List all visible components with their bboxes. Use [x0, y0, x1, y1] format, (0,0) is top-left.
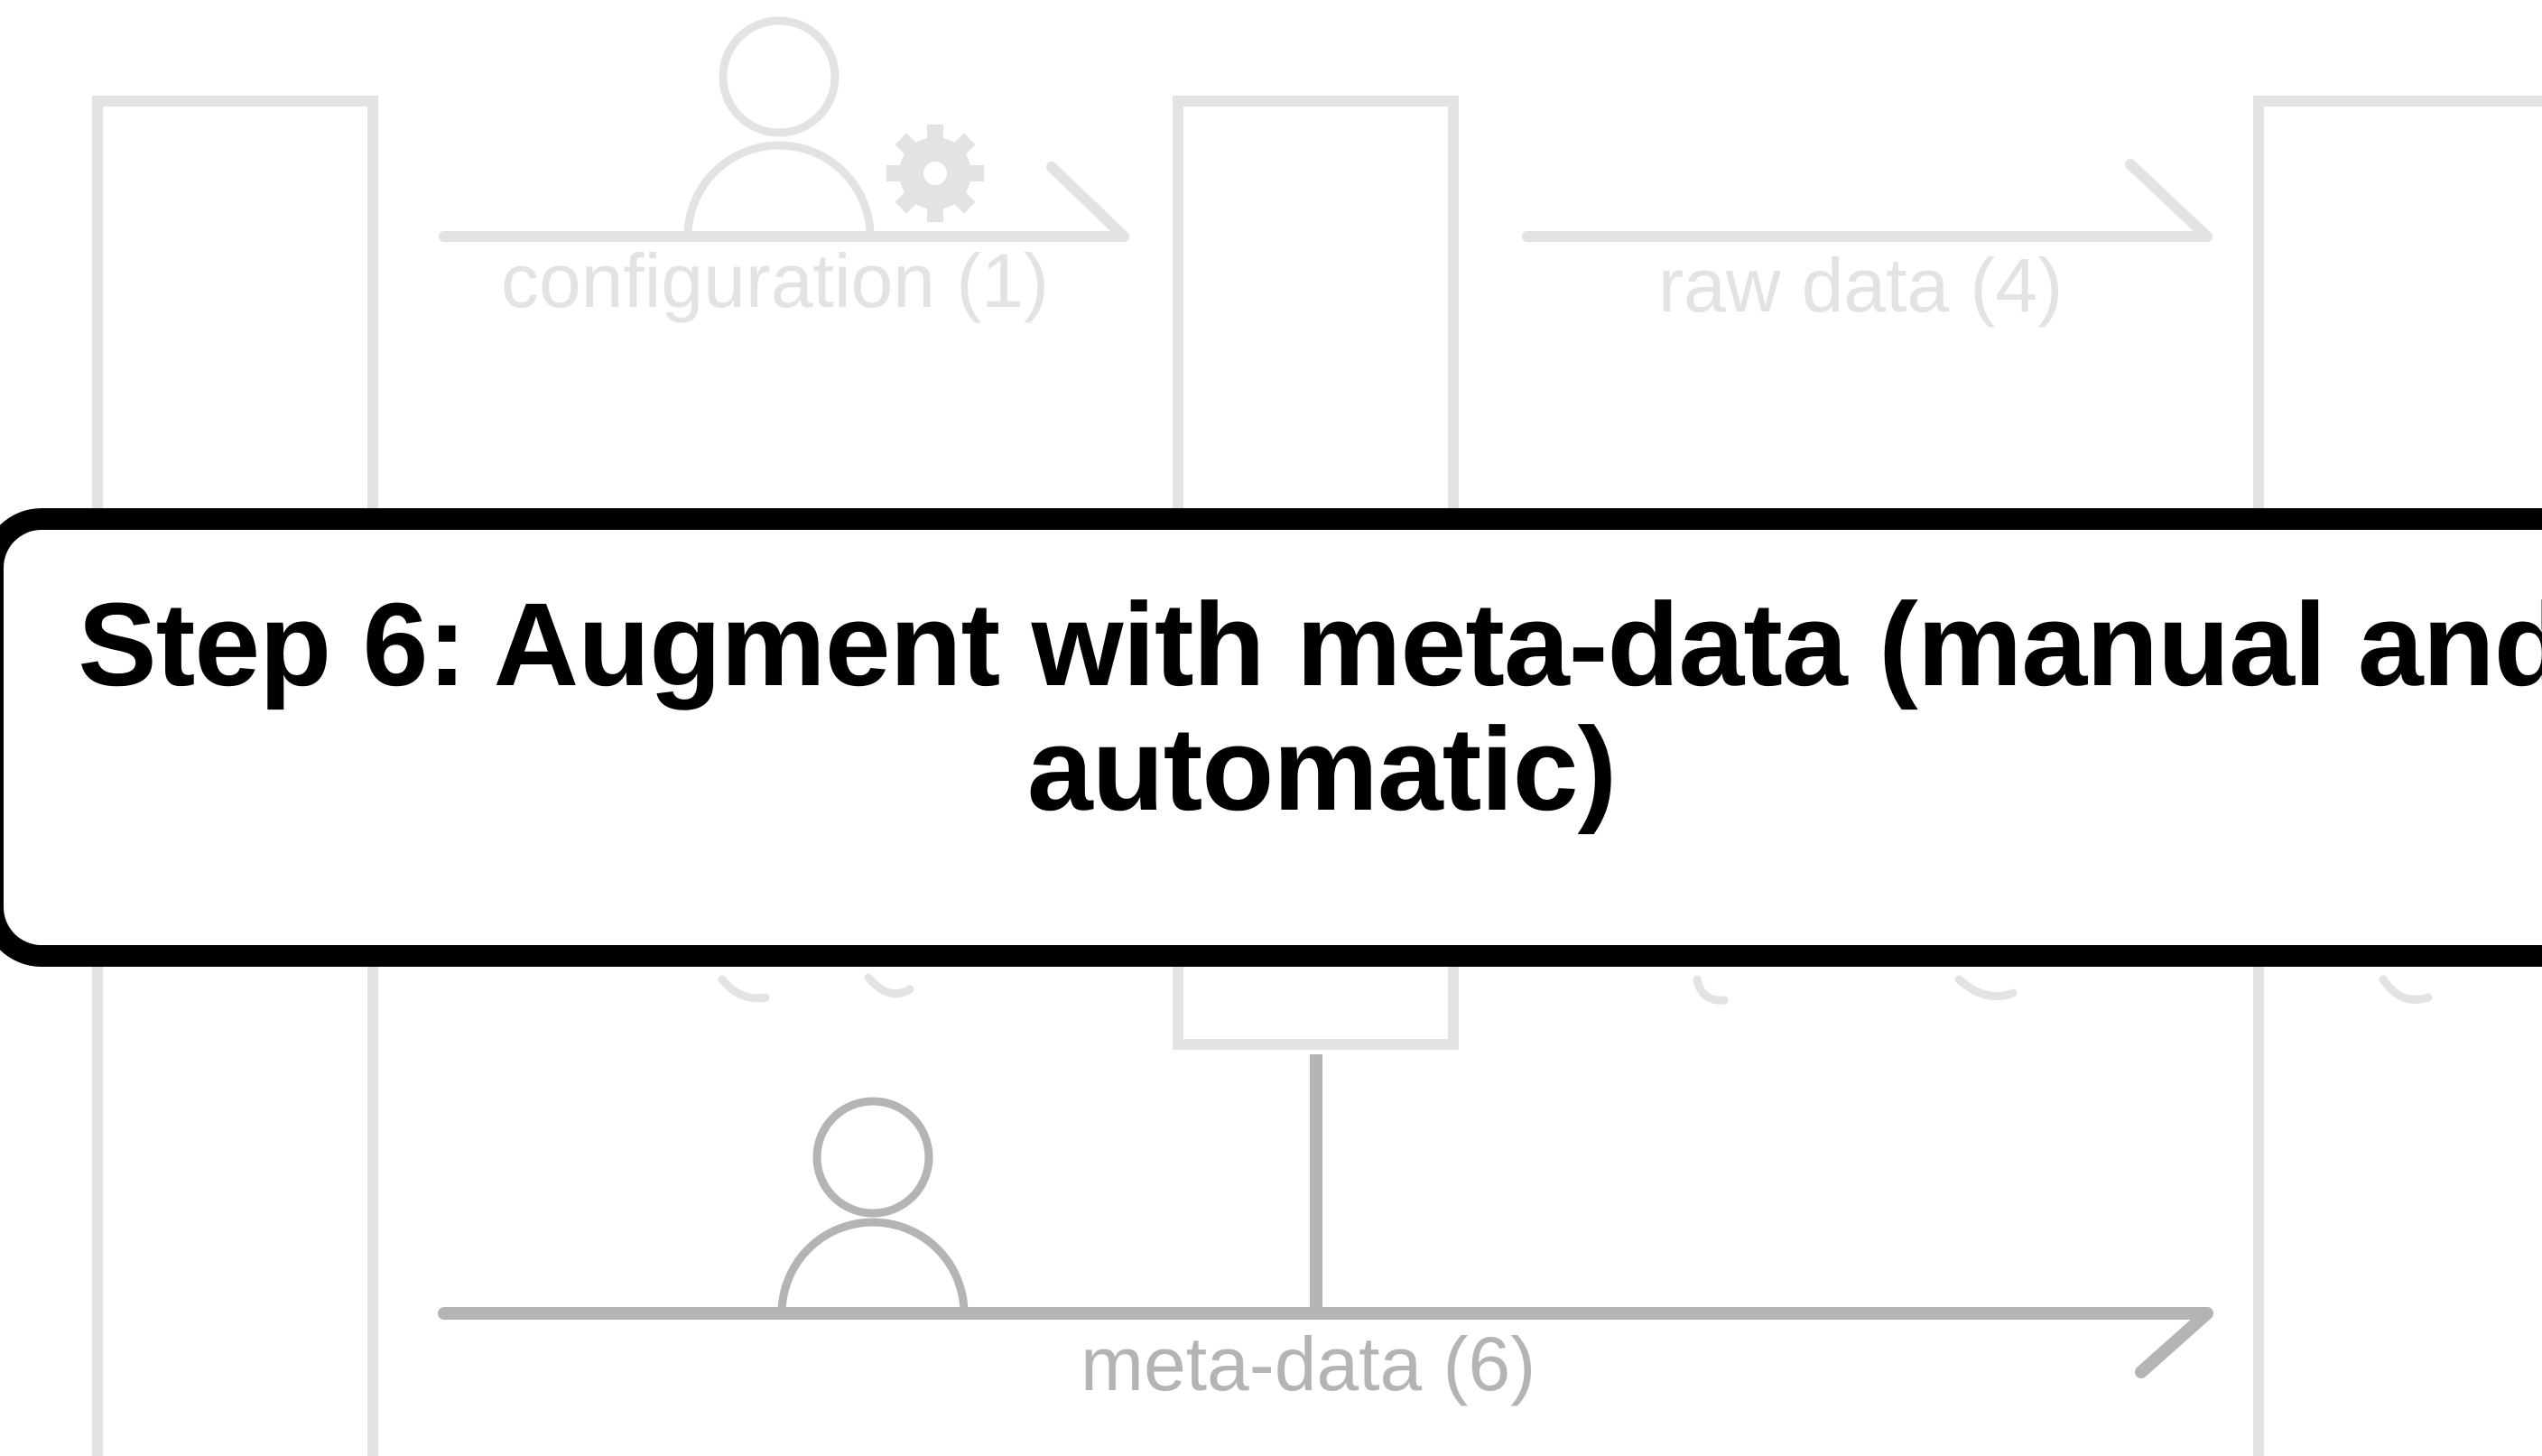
- meta-data-arrow: [438, 1307, 2213, 1378]
- banner-title: Step 6: Augment with meta-data (manual a…: [22, 582, 2542, 831]
- banner-title-line-2: automatic): [1026, 702, 1617, 835]
- banner-title-line-1: Step 6: Augment with meta-data (manual a…: [78, 578, 2542, 710]
- right-label-fragment: [1693, 975, 2018, 1005]
- left-label-fragment: [718, 973, 914, 1003]
- raw-data-label: raw data (4): [1658, 243, 2063, 328]
- configuration-label: configuration (1): [501, 238, 1049, 323]
- person-icon-meta: [777, 1097, 969, 1314]
- step-banner: Step 6: Augment with meta-data (manual a…: [0, 508, 2542, 967]
- raw-data-arrow: [1522, 159, 2213, 242]
- person-icon: [683, 16, 875, 237]
- right-box-fragment: [2379, 975, 2433, 1004]
- gear-icon: [886, 125, 984, 222]
- meta-data-label: meta-data (6): [1081, 1322, 1535, 1406]
- configuration-arrow: [439, 162, 1129, 242]
